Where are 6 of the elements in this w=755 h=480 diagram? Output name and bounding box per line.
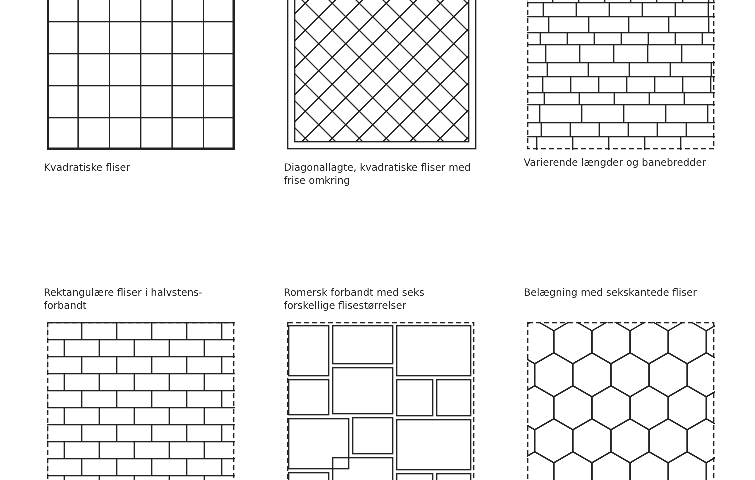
- pattern-caption: Romersk forbandt med seks forskellige flisestørrelser: [284, 287, 426, 313]
- pattern-caption: Diagonallagte, kvadratiske fliser med frise omkring: [284, 162, 472, 188]
- pattern-caption: Rektangulære fliser i halvstens- forbandt: [44, 287, 204, 313]
- pattern-caption: Kvadratiske fliser: [44, 162, 132, 175]
- pattern-caption: Varierende længder og banebredder: [524, 157, 708, 170]
- pattern-caption: Belægning med sekskantede fliser: [524, 287, 698, 300]
